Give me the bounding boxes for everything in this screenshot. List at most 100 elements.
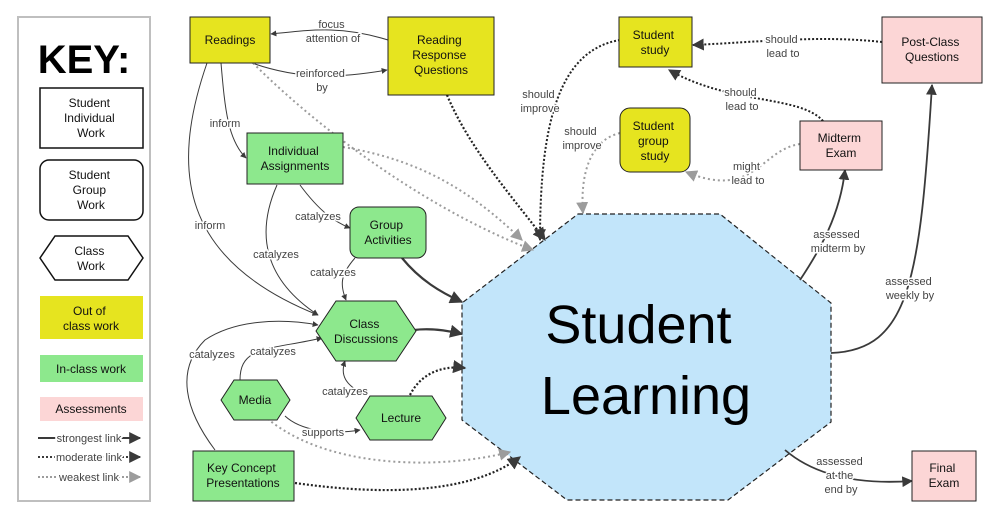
group-activities-line: Activities: [364, 233, 411, 247]
edges: [186, 29, 937, 492]
individual-assignments-line: Assignments: [261, 159, 330, 173]
key-in-class-label: In-class work: [56, 362, 127, 376]
key-assessments-swatch: [40, 397, 143, 421]
key-individual-line: Individual: [64, 111, 115, 125]
edge-readings-ia: [220, 62, 247, 159]
class-discussions-node: [315, 300, 417, 362]
edge-midterm-study: [667, 69, 824, 122]
edge-label-assessed-end: at the: [826, 470, 854, 482]
edge-label-should-lead1: lead to: [766, 48, 799, 60]
key-weakest-label: weakest link: [58, 472, 119, 484]
key-class-hexagon: [39, 235, 144, 281]
edge-label-assessed-weekly: weekly by: [885, 290, 935, 302]
key-class-line: Class: [74, 244, 104, 258]
edge-labels: focus attention of reinforced by inform …: [188, 18, 937, 498]
edge-ia-cd: [265, 184, 319, 316]
edge-label-reinforced: reinforced: [296, 68, 345, 80]
edge-label-should-improve2: improve: [562, 140, 601, 152]
student-learning-line: Student: [545, 295, 731, 355]
edge-label-should-lead2: lead to: [725, 101, 758, 113]
svg-text:might lead to: might lead to: [731, 161, 764, 187]
student-group-study-line: group: [638, 134, 669, 148]
edge-label-assessed-midterm: assessed: [813, 229, 859, 241]
key-concept-line: Key Concept: [207, 461, 276, 475]
svg-text:Student study: Student study: [633, 28, 678, 57]
svg-text:Group Activities: Group Activities: [364, 218, 411, 247]
class-discussions-line: Class: [349, 317, 379, 331]
svg-text:should improve: should improve: [562, 126, 601, 152]
midterm-line: Exam: [826, 146, 857, 160]
key-individual-line: Work: [77, 126, 106, 140]
svg-text:assessed weekly by: assessed weekly by: [885, 276, 935, 302]
final-exam-node: [911, 450, 977, 502]
edge-label-reinforced: by: [316, 82, 328, 94]
post-class-line: Post-Class: [901, 35, 959, 49]
edge-label-catalyzes-ia-cd: catalyzes: [253, 249, 299, 261]
edge-lecture-cd: [340, 360, 366, 396]
svg-text:assessed midterm by: assessed midterm by: [811, 229, 866, 255]
edge-ia-ga: [299, 184, 351, 229]
edge-label-assessed-midterm: midterm by: [811, 243, 866, 255]
svg-text:Individual Assignments: Individual Assignments: [261, 144, 330, 173]
rrq-line: Response: [412, 48, 466, 62]
edge-label-catalyzes-media-cd: catalyzes: [250, 346, 296, 358]
student-learning-line: Learning: [541, 366, 751, 426]
edge-rrq-readings: [270, 29, 389, 41]
individual-assignments-line: Individual: [268, 144, 319, 158]
edge-sl-final: [784, 449, 914, 488]
lecture-label: Lecture: [381, 411, 421, 425]
key-class-line: Work: [77, 259, 106, 273]
student-learning-node: [461, 213, 832, 501]
lecture-node: [355, 395, 447, 441]
edge-postclass-study: [691, 38, 883, 51]
rrq-line: Reading: [417, 33, 462, 47]
key-panel: KEY: Student Individual Work Student Gro…: [17, 16, 151, 502]
edge-readings-cd: [188, 62, 319, 316]
edge-label-should-improve1: should: [522, 89, 554, 101]
student-group-study-node: [619, 107, 691, 173]
edge-label-supports: supports: [302, 427, 345, 439]
svg-text:Student Group Work: Student Group Work: [69, 168, 114, 212]
group-activities-node: [349, 206, 427, 259]
edge-label-might-lead: lead to: [731, 175, 764, 187]
final-exam-line: Exam: [929, 476, 960, 490]
midterm-line: Midterm: [818, 131, 861, 145]
key-group-line: Work: [77, 198, 106, 212]
svg-text:Reading Response Quest: Reading Response Questions: [412, 33, 469, 77]
readings-label: Readings: [205, 33, 256, 47]
svg-text:should improve: should improve: [520, 89, 559, 115]
rrq-node: [387, 16, 495, 96]
midterm-exam-node: [799, 120, 883, 171]
edge-lecture-sl: [409, 360, 467, 396]
svg-text:should lead to: should lead to: [724, 87, 759, 113]
edge-studystudy-sl: [534, 39, 621, 242]
svg-text:Post-Class Questions: Post-Class Questions: [901, 35, 962, 64]
individual-assignments-node: [246, 132, 344, 185]
svg-text:Class Work: Class Work: [74, 244, 107, 273]
svg-text:should lead to: should lead to: [765, 34, 800, 60]
key-in-class-swatch: [40, 355, 143, 382]
class-discussions-line: Discussions: [334, 332, 398, 346]
svg-text:reinforced by: reinforced by: [296, 68, 348, 94]
edge-label-inform1: inform: [210, 118, 241, 130]
group-activities-line: Group: [370, 218, 404, 232]
student-group-study-line: Student: [633, 119, 675, 133]
edge-label-should-lead2: should: [724, 87, 756, 99]
edge-media-cd: [239, 336, 323, 381]
svg-text:Student Learning: Student Learning: [541, 295, 751, 426]
key-out-of-class-swatch: [40, 296, 143, 339]
edge-sl-midterm: [799, 168, 850, 281]
media-node: [220, 379, 291, 421]
edge-label-focus: attention of: [306, 33, 361, 45]
key-concept-presentations-node: [192, 450, 295, 502]
edge-kc-cd: [186, 320, 319, 451]
key-assessments-label: Assessments: [55, 402, 126, 416]
edge-kc-sl: [294, 456, 522, 492]
svg-text:Class Discussions: Class Discussions: [334, 317, 398, 346]
edge-label-assessed-weekly: assessed: [885, 276, 931, 288]
svg-text:Key Concept Presentations: Key Concept Presentations: [206, 461, 279, 490]
student-study-line: Student: [633, 28, 675, 42]
media-label: Media: [239, 393, 272, 407]
edge-media-lecture: [284, 415, 361, 434]
